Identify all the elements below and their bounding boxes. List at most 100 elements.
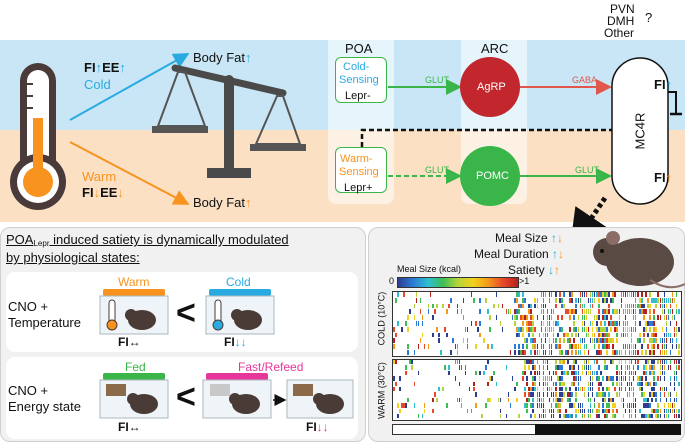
meal-tick [673,414,676,419]
meal-tick [513,350,516,355]
meal-tick [651,297,653,303]
meal-tick [647,303,649,309]
meal-tick [493,303,496,309]
row1-label-line1: CNO + [8,299,49,314]
meal-tick [550,414,553,419]
meal-tick [632,350,635,355]
meal-tick [598,292,600,297]
meal-tick [565,414,567,419]
meal-tick [602,387,604,392]
meal-tick [608,321,610,326]
meal-tick [524,315,526,320]
row2-fi-fed: FI↔ [118,420,141,434]
meal-tick [673,376,676,381]
meal-tick [552,332,555,338]
row1-less-than: < [176,294,196,332]
meal-tick [663,332,666,338]
meal-tick [567,332,569,338]
meal-tick [516,315,518,320]
meal-tick [589,376,592,381]
meal-tick [559,297,561,303]
meal-tick [624,309,627,315]
meal-tick [643,338,645,344]
meal-tick [567,397,569,403]
meal-tick [636,376,639,381]
meal-tick [581,326,584,332]
meal-tick [655,414,657,419]
meal-tick [536,392,539,397]
meal-tick [624,376,627,381]
meal-tick [587,381,590,386]
meal-tick [524,350,526,355]
meal-tick [606,414,608,419]
meal-tick [561,397,563,403]
meal-tick [612,397,614,403]
meal-tick [456,309,459,315]
meal-tick [657,344,660,349]
meal-tick [626,326,629,332]
meal-tick [659,387,662,392]
meal-tick [546,321,549,326]
meal-tick [589,321,592,326]
meal-tick [536,297,539,303]
meal-tick [671,403,674,408]
meal-tick [624,315,627,320]
meal-tick [532,315,534,320]
meal-tick [632,292,635,297]
meal-tick [542,315,545,320]
warm-label: Warm [82,169,117,184]
meal-tick [618,392,621,397]
meal-tick [522,332,524,338]
meal-tick [630,344,633,349]
meal-tick [413,350,416,355]
meal-tick [673,403,676,408]
meal-tick [483,338,485,344]
meal-tick [526,344,528,349]
meal-tick [577,315,580,320]
meal-tick [393,338,395,344]
meal-tick [643,365,645,370]
meal-tick [649,403,651,408]
meal-tick [659,370,662,376]
meal-tick [438,338,440,344]
meal-tick [583,292,586,297]
meal-tick [600,292,602,297]
meal-tick [544,381,547,386]
meal-tick [546,365,549,370]
meal-tick [628,392,631,397]
meal-tick [659,376,662,381]
meal-tick [491,344,493,349]
meal-tick [522,315,524,320]
meal-tick [667,408,670,413]
meal-tick [632,370,635,376]
meal-tick [397,414,399,419]
meal-tick [622,321,625,326]
row1-label-line2: Temperature [8,315,81,330]
meal-tick [569,297,571,303]
fi-top-right: FI↑ [654,77,673,92]
meal-tick [634,297,637,303]
meal-tick [630,326,633,332]
meal-tick [579,350,582,355]
meal-tick [622,292,625,297]
meal-tick [544,414,547,419]
meal-tick [563,338,565,344]
meal-tick [600,381,602,386]
meal-tick [577,365,580,370]
meal-tick [536,403,539,408]
meal-tick [661,360,664,365]
meal-tick [657,292,660,297]
meal-tick [641,297,643,303]
meal-tick [548,376,551,381]
meal-tick [530,360,532,365]
meal-tick [643,303,645,309]
warm-sensing-line1: Warm- [340,153,373,165]
meal-tick [571,403,573,408]
meal-tick [573,309,575,315]
meal-tick [548,292,551,297]
left-panel-title-line2: by physiological states: [6,250,140,265]
meal-tick [622,403,625,408]
meal-tick [641,392,643,397]
meal-tick [595,292,598,297]
